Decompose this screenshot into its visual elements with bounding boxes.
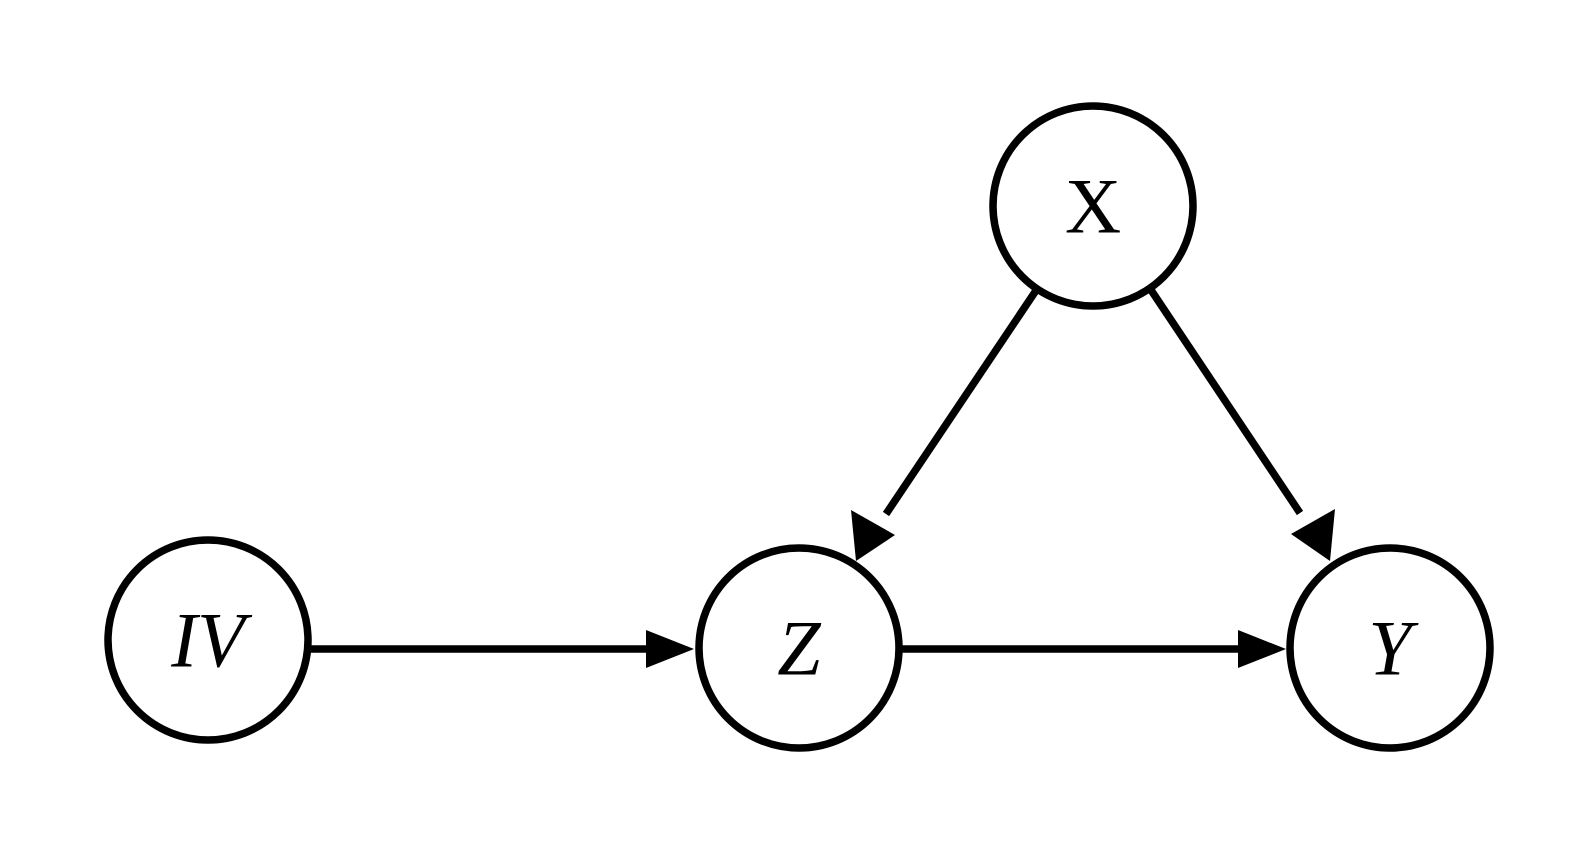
- node-y[interactable]: Y: [1286, 544, 1494, 752]
- edge-layer: [310, 286, 1335, 668]
- node-iv-label: IV: [170, 597, 253, 684]
- edge-iv-to-z-arrowhead: [646, 630, 694, 668]
- node-iv[interactable]: IV: [104, 536, 312, 744]
- node-y-circle: [1286, 544, 1494, 752]
- edge-x-to-z[interactable]: [851, 286, 1041, 561]
- edge-iv-to-z[interactable]: [310, 630, 694, 668]
- node-x-label: X: [1065, 163, 1121, 250]
- node-x-circle: [989, 102, 1197, 310]
- node-z-circle: [695, 544, 903, 752]
- node-z[interactable]: Z: [695, 544, 903, 752]
- edge-x-to-y[interactable]: [1147, 287, 1335, 561]
- edge-x-to-z-arrowhead: [851, 510, 895, 561]
- node-z-label: Z: [777, 605, 822, 692]
- edge-z-to-y-arrowhead: [1238, 630, 1286, 668]
- node-layer: IV Z Y X: [104, 102, 1494, 752]
- edge-z-to-y[interactable]: [900, 630, 1286, 668]
- node-iv-circle: [104, 536, 312, 744]
- edge-x-to-y-arrowhead: [1291, 509, 1335, 561]
- edge-x-to-z-line: [882, 286, 1041, 517]
- node-x[interactable]: X: [989, 102, 1197, 310]
- edge-x-to-y-line: [1147, 287, 1304, 516]
- node-y-label: Y: [1368, 605, 1419, 692]
